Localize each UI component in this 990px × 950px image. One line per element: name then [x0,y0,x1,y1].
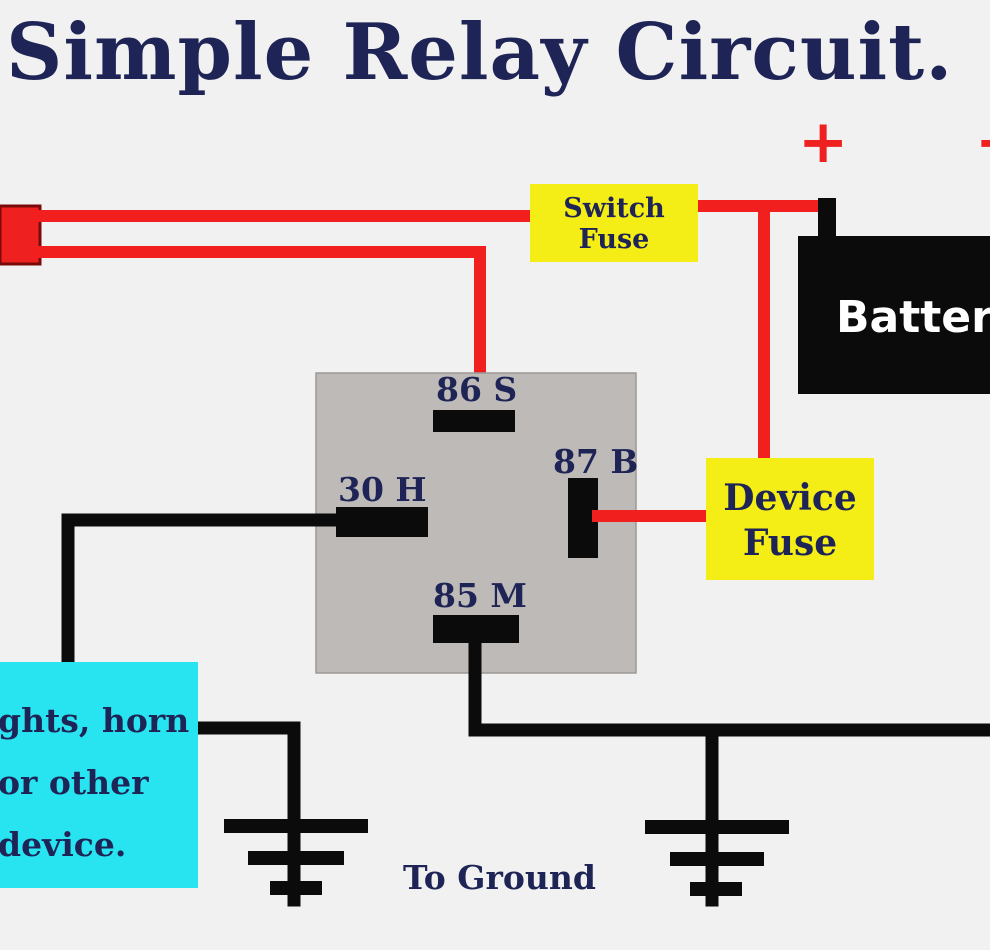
device-box-label: ghts, horn or other device. [0,690,198,876]
battery-label: Battery [836,292,990,343]
device-fuse-line-1: Device [723,477,857,519]
relay-pin-30 [336,507,428,537]
switch-fuse-box [530,184,698,262]
switch-connector [0,204,42,266]
device-box [0,662,198,888]
wire-switch-to-pin-86 [34,246,486,414]
relay-pin-86 [433,410,515,432]
switch-fuse-line-2: Fuse [578,224,650,255]
device-fuse-box [706,458,874,580]
switch-fuse-label: Switch Fuse [530,193,698,255]
ground-symbol-left [224,819,368,895]
ground-label: To Ground [403,858,596,897]
pin-86-label: 86 S [436,370,518,409]
wire-pin-30-to-device [61,513,343,667]
battery-positive-sign-second: + [975,112,990,172]
wire-pin-85-to-ground-bus [468,636,990,737]
diagram-title: Simple Relay Circuit. [6,7,954,98]
ground-symbol-right [645,820,789,896]
battery-body [798,236,990,394]
battery-positive-terminal [818,198,836,240]
device-fuse-label: Device Fuse [706,476,874,566]
wire-device-to-ground [189,721,301,907]
switch-fuse-line-1: Switch [563,193,665,224]
device-fuse-line-2: Fuse [742,522,838,564]
device-label-line-2: or other [0,763,149,802]
pin-85-label: 85 M [433,576,527,615]
pin-30-label: 30 H [338,470,427,509]
battery-positive-sign: + [798,107,849,177]
device-label-line-1: ghts, horn [0,701,190,740]
device-label-line-3: device. [0,825,127,864]
pin-87-label: 87 B [553,442,639,481]
